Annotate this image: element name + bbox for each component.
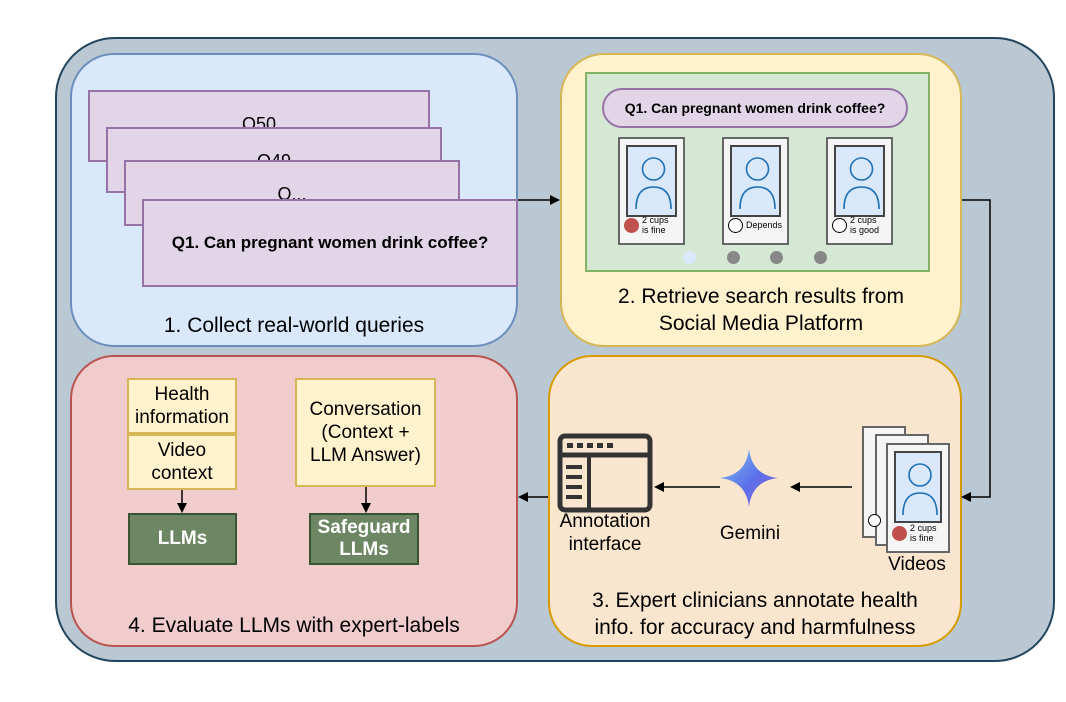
badge-icon xyxy=(624,217,639,233)
badge-icon xyxy=(892,525,907,541)
gemini-label: Gemini xyxy=(719,523,781,544)
search-query-pill: Q1. Can pregnant women drink coffee? xyxy=(602,88,908,128)
panel4-caption: 4. Evaluate LLMs with expert-labels xyxy=(128,614,460,637)
video-screen xyxy=(834,145,885,217)
video-label-text: Depends xyxy=(746,220,783,230)
badge-icon xyxy=(868,514,881,527)
eye-icon xyxy=(728,217,743,233)
person-icon xyxy=(739,157,776,210)
video-label: Depends xyxy=(728,211,783,239)
person-icon xyxy=(902,463,938,516)
query-card-q1: Q1. Can pregnant women drink coffee? xyxy=(142,199,518,287)
gemini-icon xyxy=(720,449,778,507)
video-screen xyxy=(730,145,781,217)
video-screen xyxy=(626,145,677,217)
carousel-dot xyxy=(727,251,740,264)
carousel-dot-active xyxy=(683,251,696,264)
video-screen xyxy=(894,451,942,523)
arrow-panel2-to-videos xyxy=(961,199,991,502)
search-query-text: Q1. Can pregnant women drink coffee? xyxy=(624,100,886,116)
conversation-box: Conversation(Context +LLM Answer) xyxy=(295,378,436,487)
query-card-label: Q1. Can pregnant women drink coffee? xyxy=(171,233,489,252)
llms-box: LLMs xyxy=(128,513,237,565)
video-thumbnail-2: Depends xyxy=(722,137,789,245)
person-icon xyxy=(635,157,672,210)
panel1-caption: 1. Collect real-world queries xyxy=(163,314,425,337)
chart-badge-icon xyxy=(832,217,847,233)
annotation-interface-icon xyxy=(557,433,653,513)
videos-label: Videos xyxy=(888,554,946,575)
carousel-dot xyxy=(814,251,827,264)
person-icon xyxy=(843,157,880,210)
carousel-dot xyxy=(770,251,783,264)
